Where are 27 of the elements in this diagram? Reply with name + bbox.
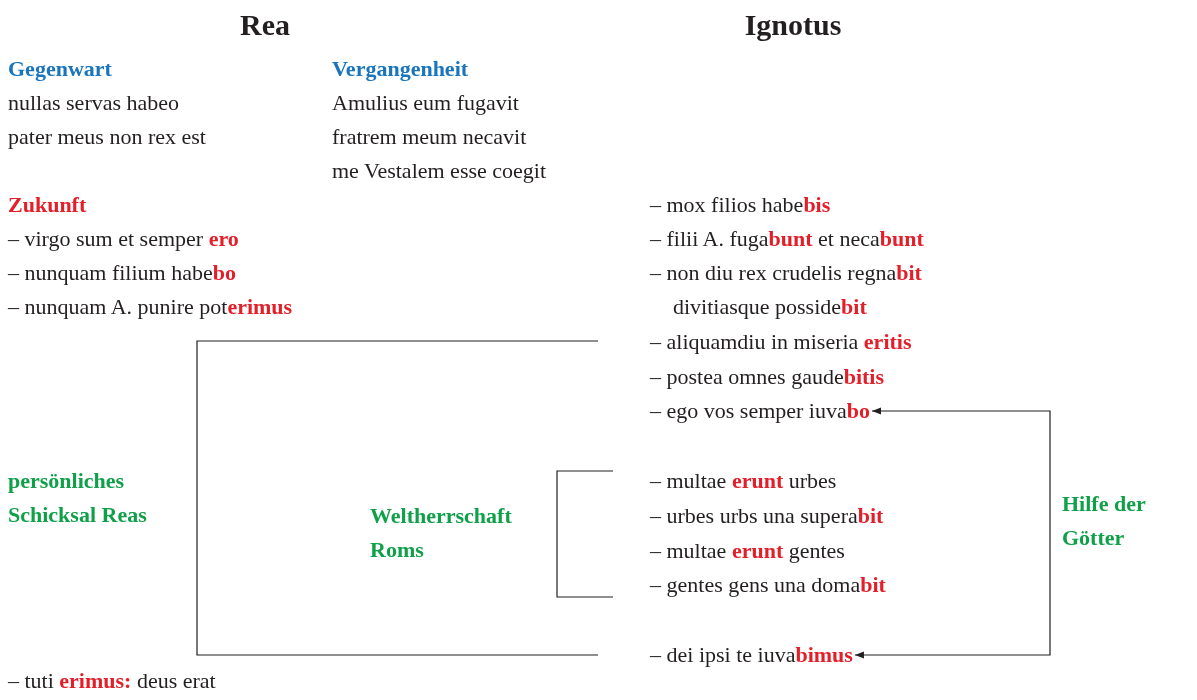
text-line: – multae erunt urbes [650, 467, 837, 495]
text-line: fratrem meum necavit [332, 123, 527, 151]
text-line: – dei ipsi te iuvabimus [650, 638, 853, 672]
text-line: – nunquam A. punire poterimus [8, 293, 293, 321]
section-heading: Gegenwart [8, 55, 112, 83]
heading: Rea [239, 8, 291, 42]
arrow [854, 407, 1051, 659]
group-label: persönliches Schicksal Reas [8, 467, 148, 529]
text-line: – mox filios habebis [650, 191, 831, 219]
text-line: – multae erunt gentes [650, 537, 845, 565]
text-line: – aliquamdiu in miseria eritis [650, 328, 912, 356]
text-line: – urbes urbs una superabit [650, 502, 884, 530]
text-line: nullas servas habeo [8, 89, 180, 117]
text-line: – tuti erimus: deus erat [8, 667, 216, 695]
text-line: – virgo sum et semper ero [8, 225, 239, 253]
group-label: Weltherrschaft Roms [370, 502, 513, 564]
text-line: me Vestalem esse coegit [332, 157, 547, 185]
text-line: – filii A. fugabunt et necabunt [650, 225, 924, 253]
heading: Ignotus [743, 8, 843, 42]
section-heading: Zukunft [8, 191, 87, 219]
text-line: – ego vos semper iuvabo [650, 394, 870, 428]
text-line: – nunquam filium habebo [8, 259, 236, 287]
text-line: – gentes gens una domabit [650, 571, 886, 599]
text-line: – postea omnes gaudebitis [650, 363, 885, 391]
text-line: pater meus non rex est [8, 123, 206, 151]
text-line: Amulius eum fugavit [332, 89, 519, 117]
section-heading: Vergangenheit [332, 55, 469, 83]
